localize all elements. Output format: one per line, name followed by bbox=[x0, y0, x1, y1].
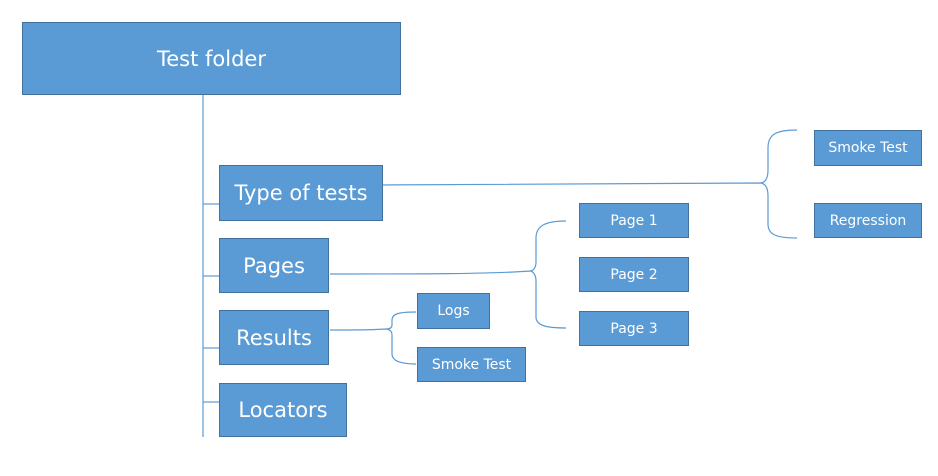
node-results: Results bbox=[219, 310, 329, 365]
node-label: Smoke Test bbox=[828, 140, 908, 156]
node-locators: Locators bbox=[219, 383, 347, 437]
node-label: Type of tests bbox=[234, 181, 368, 205]
node-label: Logs bbox=[437, 303, 470, 319]
root-node-test-folder: Test folder bbox=[22, 22, 401, 95]
root-node-label: Test folder bbox=[157, 46, 266, 71]
node-page-3: Page 3 bbox=[579, 311, 689, 346]
node-label: Regression bbox=[829, 212, 907, 229]
brace-pages bbox=[329, 220, 567, 329]
node-logs: Logs bbox=[417, 293, 490, 329]
node-label: Page 2 bbox=[610, 266, 658, 283]
node-page-2: Page 2 bbox=[579, 257, 689, 292]
node-results-smoke-test: Smoke Test bbox=[417, 347, 526, 382]
node-regression: Regression bbox=[814, 203, 922, 238]
brace-type-of-tests bbox=[382, 129, 798, 239]
node-label: Pages bbox=[243, 253, 305, 278]
node-page-1: Page 1 bbox=[579, 203, 689, 238]
node-label: Page 3 bbox=[610, 320, 658, 337]
node-type-of-tests: Type of tests bbox=[219, 165, 383, 221]
node-label: Locators bbox=[238, 398, 328, 422]
node-label: Results bbox=[236, 325, 312, 350]
brace-results bbox=[329, 311, 417, 365]
node-smoke-test: Smoke Test bbox=[814, 130, 922, 166]
node-label: Page 1 bbox=[610, 212, 658, 229]
node-pages: Pages bbox=[219, 238, 329, 293]
node-label: Smoke Test bbox=[431, 356, 512, 373]
